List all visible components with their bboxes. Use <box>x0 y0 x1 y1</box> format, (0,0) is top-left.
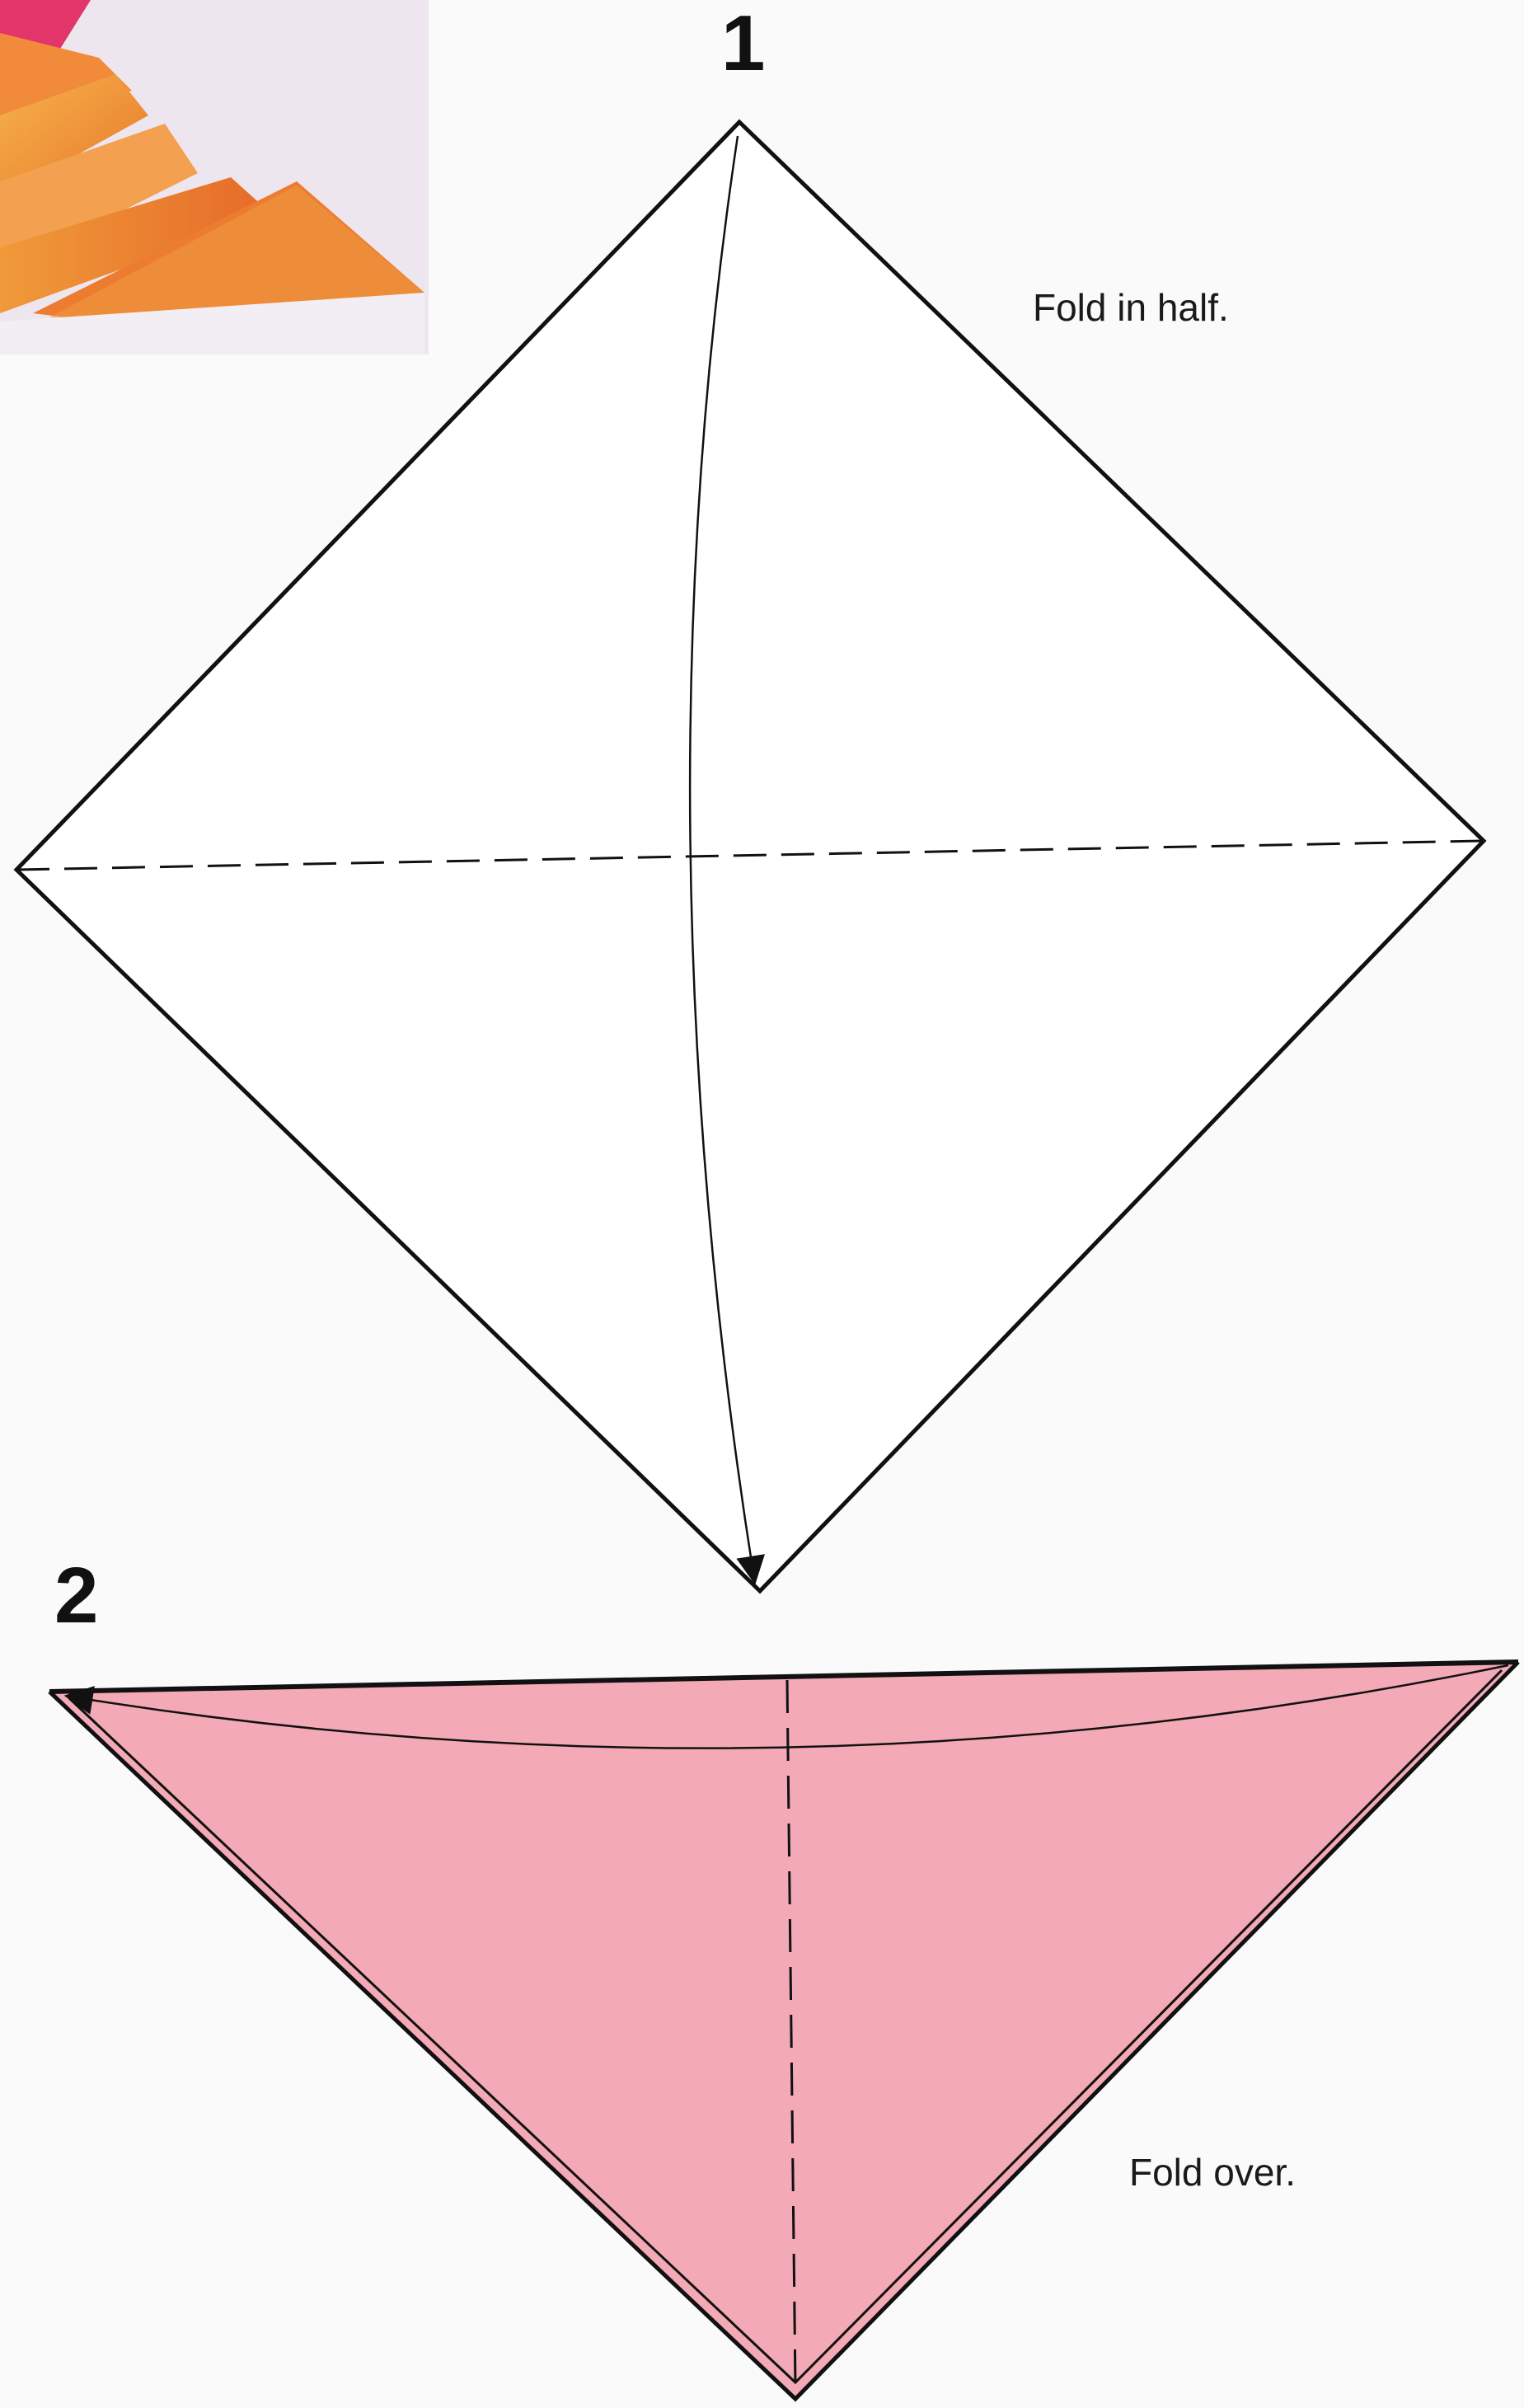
step-1-instruction: Fold in half. <box>1033 289 1229 326</box>
step-2-figure <box>49 1662 1518 2399</box>
step-1-number: 1 <box>721 4 765 83</box>
step-2-number: 2 <box>54 1556 98 1636</box>
step-2-instruction: Fold over. <box>1129 2153 1296 2191</box>
preview-photo <box>0 0 429 354</box>
step-2-paper-triangle <box>49 1662 1518 2399</box>
